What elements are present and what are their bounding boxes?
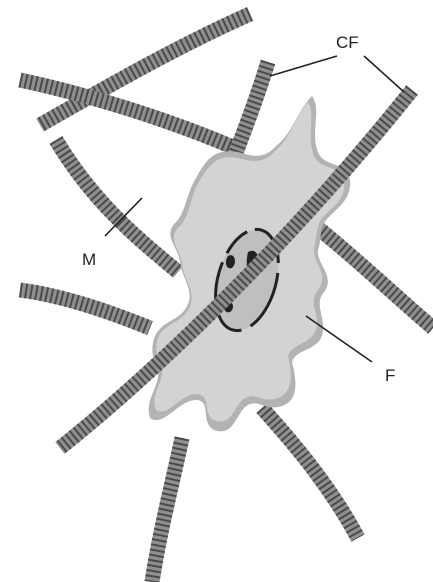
leader-line-cf-2 bbox=[364, 56, 404, 92]
collagen-fiber-striations bbox=[152, 438, 182, 582]
leader-line-cf-1 bbox=[270, 56, 337, 76]
collagen-fiber bbox=[318, 228, 433, 328]
label-f: F bbox=[385, 366, 395, 385]
label-cf: CF bbox=[336, 33, 359, 52]
label-m: M bbox=[82, 250, 96, 269]
collagen-fiber bbox=[262, 408, 358, 538]
